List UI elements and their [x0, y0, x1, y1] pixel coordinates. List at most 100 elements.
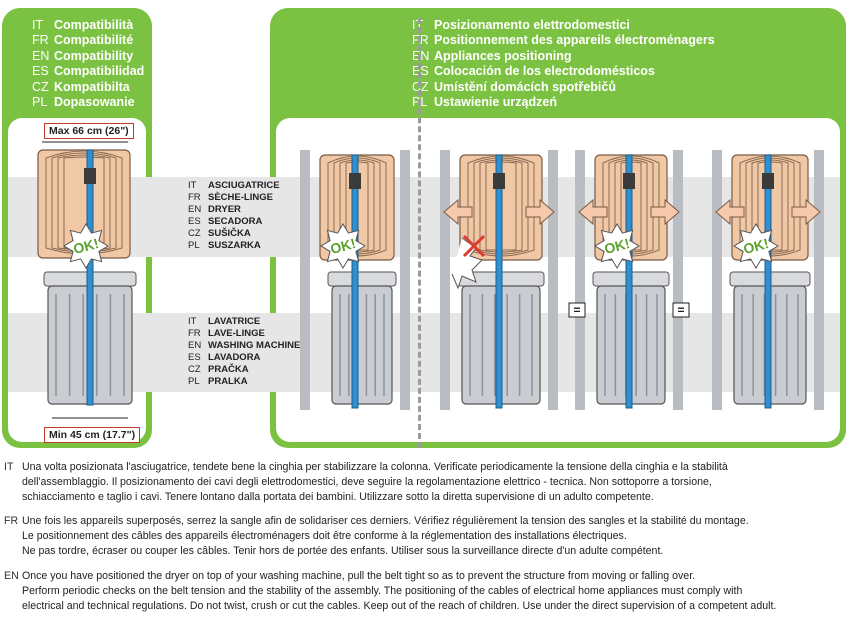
- dryer-label-row: EN DRYER: [188, 204, 280, 216]
- equal-gap-marker: [672, 302, 690, 318]
- language-code: IT: [188, 316, 197, 327]
- ok-badge-burst: [320, 223, 366, 269]
- instruction-paragraph: Une fois les appareils superposés, serre…: [22, 514, 852, 560]
- label-text: SUŠIČKA: [208, 228, 251, 239]
- label-text: LAVADORA: [208, 352, 261, 363]
- language-code: PL: [188, 376, 200, 387]
- right-arrow: [525, 198, 555, 226]
- language-code: FR: [188, 192, 201, 203]
- language-code: CZ: [32, 79, 49, 94]
- label-text: Compatibility: [54, 48, 134, 63]
- label-text: WASHING MACHINE: [208, 340, 301, 351]
- left-arrow: [715, 198, 745, 226]
- instruction-line: Perform periodic checks on the belt tens…: [22, 585, 743, 598]
- language-code: PL: [188, 240, 200, 251]
- impact-burst: [451, 237, 483, 290]
- language-code: CZ: [188, 364, 201, 375]
- left-arrow: [443, 198, 473, 226]
- label-text: Posizionamento elettrodomestici: [434, 18, 630, 32]
- label-text: SECADORA: [208, 216, 263, 227]
- ok-badge-text: OK!: [329, 235, 358, 257]
- instruction-line: Una volta posizionata l'asciugatrice, te…: [22, 461, 728, 473]
- label-text: DRYER: [208, 204, 241, 215]
- washer-label-row: CZ PRAČKA: [188, 364, 300, 376]
- support-belt: [764, 154, 772, 409]
- language-code: IT: [188, 180, 197, 191]
- washer-label-row: PL PRALKA: [188, 376, 300, 388]
- language-code: EN: [188, 204, 202, 215]
- belt-buckle: [349, 173, 361, 189]
- support-belt: [495, 154, 503, 409]
- belt-buckle: [762, 173, 774, 189]
- label-text: Compatibilità: [54, 18, 134, 32]
- washer-top: [327, 271, 397, 287]
- language-code: PL: [32, 95, 48, 110]
- ok-badge-burst: [733, 223, 779, 269]
- equal-gap-marker: [568, 302, 586, 318]
- warning-cross: [462, 234, 486, 258]
- instruction-line: Le positionnement des câbles des apparei…: [22, 530, 627, 543]
- dryer-contour-line: [473, 157, 529, 255]
- washer-label-row: ES LAVADORA: [188, 352, 300, 364]
- label-text: PRALKA: [208, 376, 248, 387]
- instruction-line: Une fois les appareils superposés, serre…: [22, 515, 749, 527]
- language-code: IT: [412, 18, 424, 32]
- instruction-paragraph: Una volta posizionata l'asciugatrice, te…: [22, 460, 852, 506]
- label-text: LAVATRICE: [208, 316, 261, 327]
- belt-buckle: [84, 168, 96, 184]
- language-code: FR: [188, 328, 201, 339]
- header-row: IT Posizionamento elettrodomestici: [412, 18, 715, 33]
- label-text: Kompatibilta: [54, 79, 130, 94]
- belt-buckle: [623, 173, 635, 189]
- header-row: CZ Kompatibilta: [32, 80, 144, 95]
- label-text: Ustawienie urządzeń: [434, 95, 557, 110]
- max-width-label: Max 66 cm (26"): [44, 123, 134, 139]
- dryer-label-row: PL SUSZARKA: [188, 240, 280, 252]
- wall-left: [300, 150, 310, 410]
- ok-badge-burst: [594, 223, 640, 269]
- instruction-line: dell'assemblaggio. Il posizionamento dei…: [22, 476, 712, 489]
- wall-right: [673, 150, 683, 410]
- instruction-line: Once you have positioned the dryer on to…: [22, 570, 696, 582]
- wall-right: [814, 150, 824, 410]
- wall-right: [400, 150, 410, 410]
- ok-badge-text: OK!: [603, 235, 632, 257]
- ok-badge-text: OK!: [72, 235, 101, 257]
- left-arrow: [578, 198, 608, 226]
- ok-badge-text: OK!: [742, 235, 771, 257]
- min-width-label: Min 45 cm (17.7"): [44, 427, 141, 443]
- dryer-contour-line: [479, 159, 523, 253]
- language-code: ES: [188, 352, 201, 363]
- right-arrow: [791, 198, 821, 226]
- label-text: Positionnement des appareils électroména…: [434, 33, 715, 48]
- instruction-paragraph: Once you have positioned the dryer on to…: [22, 569, 852, 615]
- label-text: Umístění domácích spotřebičů: [434, 79, 616, 94]
- instruction-line: Ne pas tordre, écraser ou couper les câb…: [22, 545, 664, 558]
- label-text: SUSZARKA: [208, 240, 261, 251]
- wall-left: [575, 150, 585, 410]
- label-text: ASCIUGATRICE: [208, 180, 280, 191]
- ok-badge-burst: [63, 223, 109, 269]
- dryer-contour-line: [51, 152, 117, 253]
- support-belt: [351, 154, 359, 409]
- wall-left: [712, 150, 722, 410]
- washer-body: [331, 285, 393, 405]
- instruction-line: electrical and technical regulations. Do…: [22, 600, 777, 613]
- label-text: Colocación de los electrodomésticos: [434, 64, 655, 79]
- instruction-language-code: IT: [4, 461, 14, 473]
- label-text: PRAČKA: [208, 364, 249, 375]
- language-code: FR: [32, 33, 49, 48]
